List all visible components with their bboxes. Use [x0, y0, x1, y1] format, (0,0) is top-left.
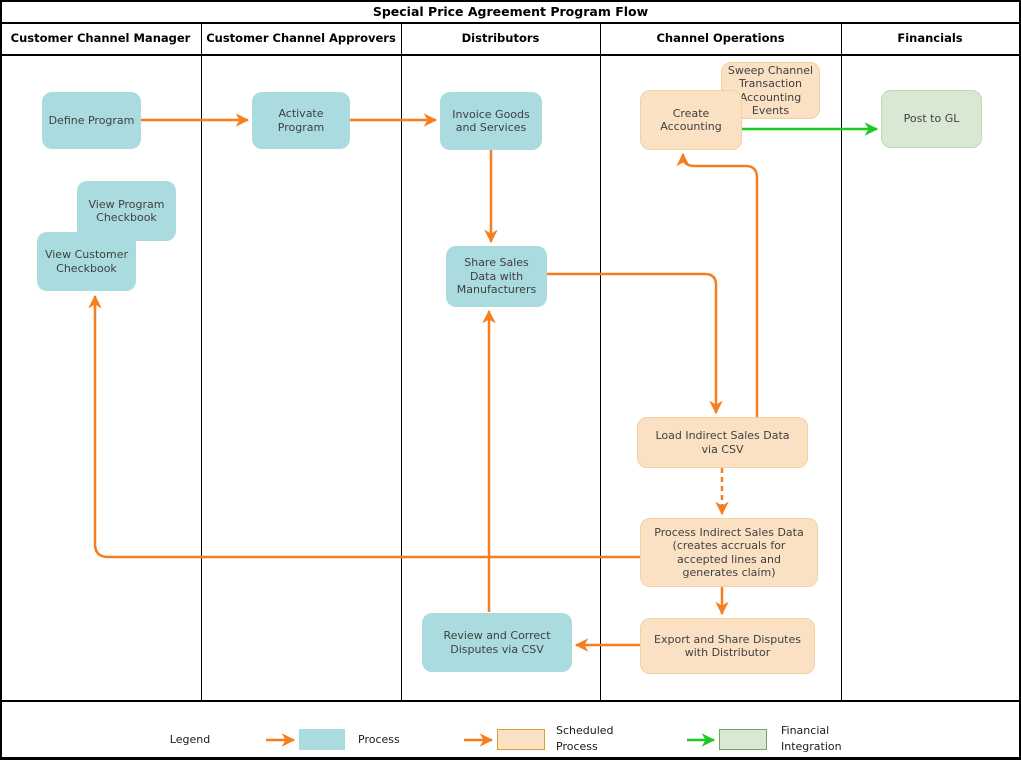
node-post-to-gl: Post to GL [881, 90, 982, 148]
node-share-sales-data-with-manufacturers: Share Sales Data with Manufacturers [446, 246, 547, 307]
legend-process-label: Process [358, 733, 400, 746]
node-view-customer-checkbook: View Customer Checkbook [37, 232, 136, 291]
diagram-title: Special Price Agreement Program Flow [0, 0, 1021, 24]
legend-process-swatch [299, 729, 345, 750]
lanes-bottom-border [0, 700, 1021, 702]
node-create-accounting: Create Accounting [640, 90, 742, 150]
legend-scheduled-label: Scheduled Process [556, 724, 614, 753]
legend-scheduled-swatch [497, 729, 545, 750]
lane-header-customer-channel-manager: Customer Channel Manager [10, 31, 191, 45]
lane-header-distributors: Distributors [461, 31, 540, 45]
lane-header-channel-operations: Channel Operations [656, 31, 785, 45]
node-view-program-checkbook: View Program Checkbook [77, 181, 176, 241]
lane-divider-1 [201, 22, 202, 700]
legend-title: Legend [169, 733, 211, 746]
node-load-indirect-sales-data: Load Indirect Sales Data via CSV [637, 417, 808, 468]
node-review-and-correct-disputes: Review and Correct Disputes via CSV [422, 613, 572, 672]
lane-divider-3 [600, 22, 601, 700]
connector-share-to-load [547, 272, 723, 415]
node-invoice-goods-and-services: Invoice Goods and Services [440, 92, 542, 150]
legend-financial-swatch [719, 729, 767, 750]
connector-load-to-create-accounting [676, 152, 759, 417]
legend-financial-label: Financial Integration [781, 724, 842, 753]
connector-process-to-view-customer-checkbook [88, 294, 640, 559]
node-define-program: Define Program [42, 92, 141, 149]
node-export-and-share-disputes: Export and Share Disputes with Distribut… [640, 618, 815, 674]
node-sweep-channel-transaction-accounting-events: Sweep Channel Transaction Accounting Eve… [721, 62, 820, 119]
node-process-indirect-sales-data: Process Indirect Sales Data (creates acc… [640, 518, 818, 587]
lane-header-financials: Financials [897, 31, 963, 45]
lane-divider-2 [401, 22, 402, 700]
lane-header-row: Customer Channel Manager Customer Channe… [0, 22, 1021, 56]
lane-header-customer-channel-approvers: Customer Channel Approvers [206, 31, 396, 45]
lane-divider-4 [841, 22, 842, 700]
node-activate-program: Activate Program [252, 92, 350, 149]
